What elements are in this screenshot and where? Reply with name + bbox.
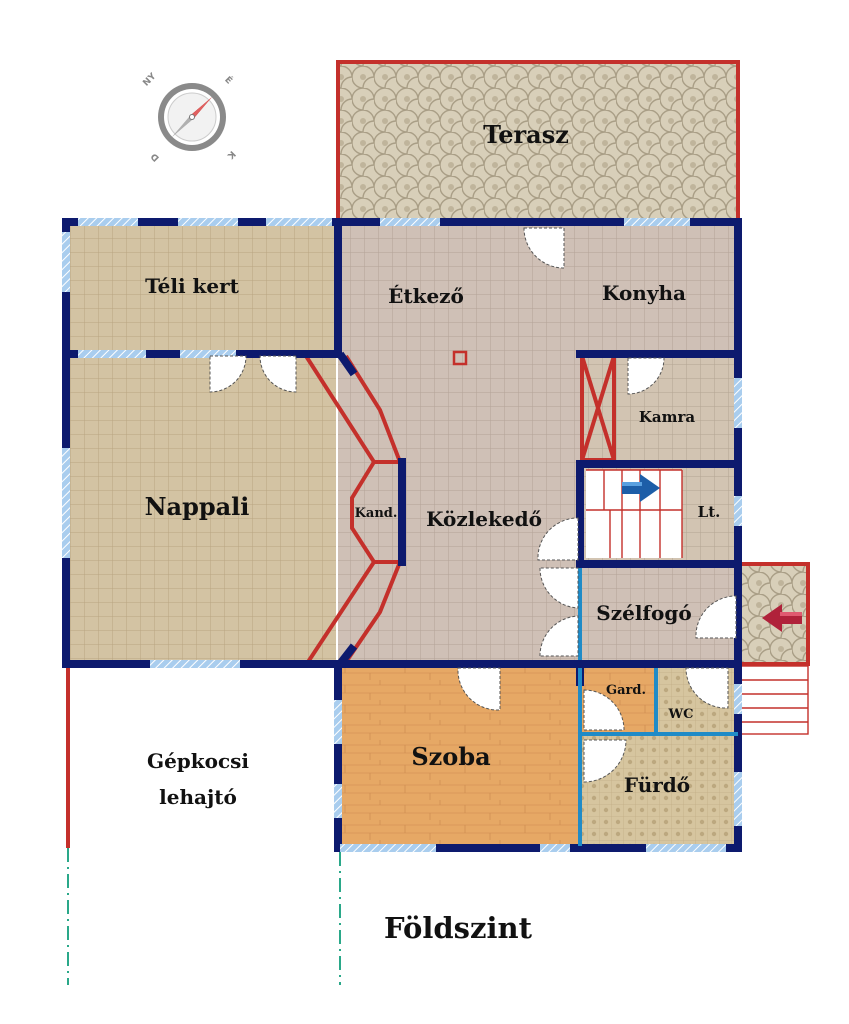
label-kand: Kand. <box>355 506 398 521</box>
label-lehajto: lehajtó <box>159 785 237 809</box>
compass-label-d: D <box>149 151 161 163</box>
entrance-wall-short <box>336 643 358 667</box>
compass-label-ny: NY <box>141 71 158 88</box>
label-szelfogo: Szélfogó <box>596 601 691 625</box>
partitions <box>578 568 738 846</box>
room-floor <box>340 666 580 846</box>
compass-label-e: É <box>222 74 235 87</box>
terrace-floor <box>338 62 738 222</box>
label-terasz: Terasz <box>483 120 569 149</box>
windows <box>62 218 742 852</box>
stair-arrow-icon <box>622 474 660 502</box>
plan-title: Földszint <box>384 911 533 945</box>
entrance-steps <box>740 666 808 734</box>
axis-lines <box>67 848 341 985</box>
label-gard: Gard. <box>606 683 646 698</box>
label-etkezo: Étkező <box>388 284 464 308</box>
chimney-square <box>452 350 468 366</box>
red-walls <box>66 60 810 848</box>
label-kamra: Kamra <box>639 408 696 426</box>
label-lt: Lt. <box>698 503 721 521</box>
label-konyha: Konyha <box>602 281 686 305</box>
entrance-arrow-icon <box>762 604 802 632</box>
winter-garden-floor <box>66 224 338 354</box>
compass-icon <box>158 83 226 151</box>
label-teli-kert: Téli kert <box>145 274 240 298</box>
label-kozlekedo: Közlekedő <box>426 507 542 531</box>
label-wc: WC <box>668 707 694 722</box>
compass-label-k: K <box>224 148 237 161</box>
door-swings <box>209 227 737 783</box>
label-gepkocsi: Gépkocsi <box>147 749 249 773</box>
label-nappali: Nappali <box>145 492 250 521</box>
living-room-floor <box>66 354 336 663</box>
entrance-wall-short-2 <box>336 351 358 377</box>
label-szoba: Szoba <box>411 742 490 771</box>
label-furdo: Fürdő <box>624 773 690 797</box>
